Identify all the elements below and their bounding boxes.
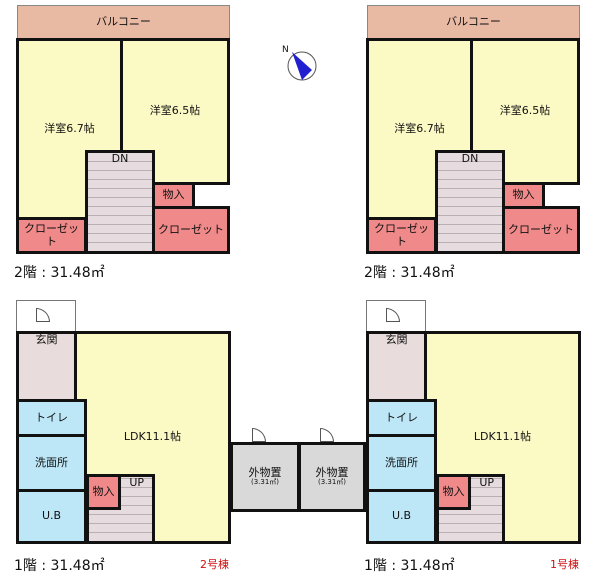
building-label: 1号棟 [550,558,579,571]
outdoor-storage-b-size: (3.31㎡) [317,478,347,487]
unit-bath-label: U.B [41,509,62,523]
unit-bath: U.B [16,489,87,544]
closet-b-label: クローゼット [158,222,224,236]
toilet: トイレ [16,399,87,437]
storage-1f: 物入 [86,474,121,510]
ldk-label: LDK11.1帖 [123,430,182,444]
closet-b: クローゼット [152,206,230,254]
closet-b-label: クローゼット [508,222,574,236]
outdoor-storage-door-b [320,428,334,442]
floor1-area-label: 1階 : 31.48㎡ [14,558,105,574]
closet-a: クローゼット [16,217,87,254]
closet-a: クローゼット [366,217,437,254]
closet-b: クローゼット [502,206,580,254]
entrance-label: 玄関 [385,333,408,346]
compass: N [278,40,322,84]
balcony-label: バルコニー [96,14,151,28]
storage: 物入 [502,182,545,209]
building-label: 2号棟 [200,558,229,571]
closet-a-label: クローゼット [374,222,429,248]
stairs-up-label: UP [479,476,494,489]
storage-1f: 物入 [436,474,471,510]
balcony: バルコニー [367,5,580,39]
washroom-label: 洗面所 [35,455,68,469]
outdoor-storage-b: 外物置(3.31㎡) [298,442,366,512]
room-western-a-label: 洋室6.7帖 [44,121,95,135]
stairs-down-label: DN [461,152,479,165]
entrance: 玄関 [16,331,77,402]
unit-bath-label: U.B [391,509,412,523]
unit-bath: U.B [366,489,437,544]
storage-1f-label: 物入 [92,484,115,498]
compass-north-label: N [282,45,289,55]
ldk-label: LDK11.1帖 [473,430,532,444]
washroom: 洗面所 [366,434,437,492]
storage-label: 物入 [162,188,185,202]
balcony-label: バルコニー [446,14,501,28]
stairs-down: DN [85,150,155,254]
stairs-down-label: DN [111,152,129,165]
floor2-area-label: 2階 : 31.48㎡ [364,265,455,281]
room-western-b-label: 洋室6.5帖 [149,104,201,118]
washroom-label: 洗面所 [385,455,418,469]
toilet-label: トイレ [385,410,418,424]
outdoor-storage-b-label: 外物置(3.31㎡) [315,466,349,487]
closet-a-label: クローゼット [24,222,79,248]
storage-label: 物入 [512,188,535,202]
toilet-label: トイレ [35,410,68,424]
room-western-a-label: 洋室6.7帖 [394,121,445,135]
stairs-up-label: UP [129,476,144,489]
toilet: トイレ [366,399,437,437]
floor2-area-label: 2階 : 31.48㎡ [14,265,105,281]
outdoor-storage-door-a [252,428,266,442]
washroom: 洗面所 [16,434,87,492]
entrance: 玄関 [366,331,427,402]
entrance-label: 玄関 [35,333,58,346]
outdoor-storage-a: 外物置(3.31㎡) [230,442,300,512]
room-western-b-label: 洋室6.5帖 [499,104,551,118]
storage: 物入 [152,182,195,209]
stairs-down: DN [435,150,505,254]
outdoor-storage-a-label: 外物置(3.31㎡) [248,466,282,487]
storage-1f-label: 物入 [442,484,465,498]
balcony: バルコニー [17,5,230,39]
floor1-area-label: 1階 : 31.48㎡ [364,558,455,574]
outdoor-storage-a-size: (3.31㎡) [250,478,280,487]
